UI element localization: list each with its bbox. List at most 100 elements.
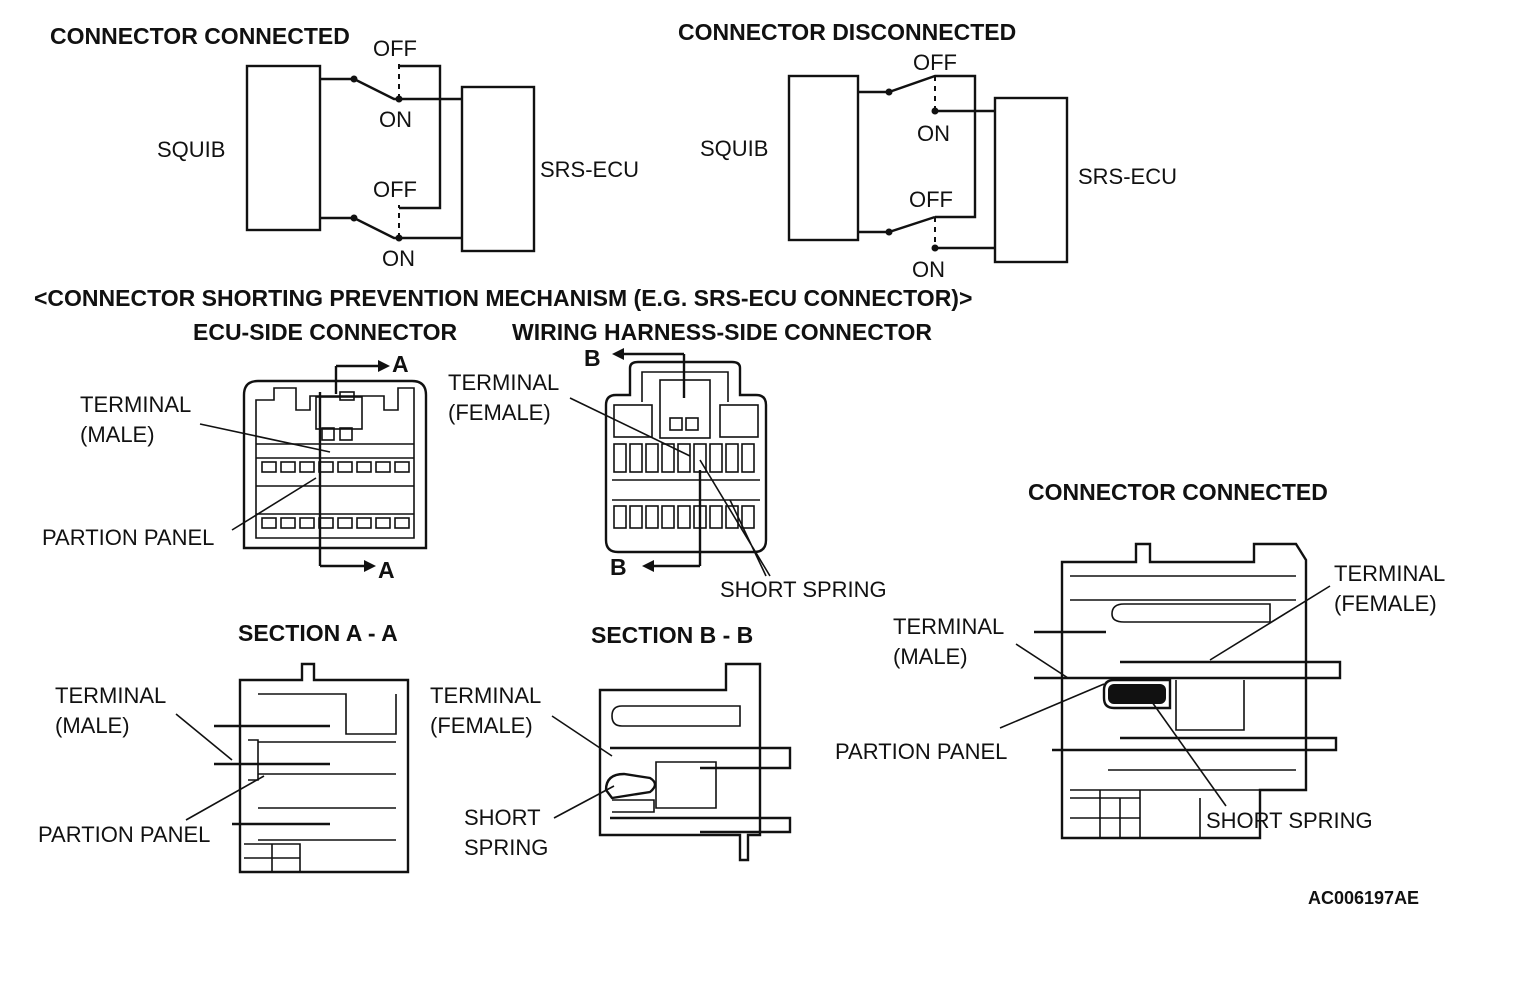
switch-bottom-wire-2: [858, 215, 936, 234]
ecu-key-left: [321, 427, 335, 441]
section-a-mark-bottom: A: [378, 557, 395, 583]
section-a-arrowhead-top: [378, 360, 390, 372]
connected-upper-female: [1111, 603, 1271, 623]
section-b-body: [598, 662, 762, 862]
section-b-mark-bottom: B: [610, 554, 627, 580]
connected-top-rails: [1070, 575, 1296, 601]
section-a-base: [244, 843, 301, 872]
ecu-connector-inner: [255, 387, 415, 539]
section-a-partition: [248, 739, 259, 781]
section-a-arrowhead-bottom: [364, 560, 376, 572]
connected-female-label-2: (FEMALE): [1334, 591, 1437, 616]
section-b-short-leader: [553, 785, 615, 819]
ecu-terminal-leader: [199, 423, 331, 453]
section-b-upper-terminal: [611, 705, 741, 727]
circuit-connected: CONNECTOR CONNECTED SQUIB SRS-ECU OFF ON…: [50, 23, 639, 271]
ecu-latch-tab: [339, 391, 355, 401]
srs-ecu-label: SRS-ECU: [540, 157, 639, 182]
connected-detail-title: CONNECTOR CONNECTED: [1028, 479, 1328, 505]
srs-ecu-box-2: [993, 96, 1069, 264]
ecu-terminal-label-2: (MALE): [80, 422, 155, 447]
harness-terminal-cell: [661, 443, 675, 473]
on-label-bottom-2: ON: [912, 257, 945, 282]
off-label-bottom-2: OFF: [909, 187, 953, 212]
harness-terminal-cell: [709, 443, 723, 473]
section-a-ribs: [258, 741, 396, 841]
harness-terminal-label-2: (FEMALE): [448, 400, 551, 425]
connected-body: [1060, 542, 1308, 840]
section-a-male-pins: [214, 724, 330, 826]
connected-cavity: [1175, 680, 1245, 731]
connected-partion-leader: [999, 683, 1105, 729]
harness-block-left: [613, 404, 653, 438]
section-b-arrowhead-bottom: [642, 560, 654, 572]
harness-terminal-leader: [569, 397, 691, 457]
connected-detail-view: CONNECTOR CONNECTED TERMINAL (FEMALE) TE…: [835, 479, 1445, 840]
squib-box: [245, 64, 322, 232]
ecu-terminal-pin: [375, 517, 391, 529]
harness-key-left: [669, 417, 683, 431]
harness-terminal-cell: [629, 505, 643, 529]
off-label-top: OFF: [373, 36, 417, 61]
circuit-disconnected: CONNECTOR DISCONNECTED SQUIB SRS-ECU OFF…: [678, 19, 1177, 282]
section-b-short-spring: [604, 772, 657, 800]
harness-terminal-cell: [613, 443, 627, 473]
circuit-disconnected-title: CONNECTOR DISCONNECTED: [678, 19, 1016, 45]
squib-box-2: [787, 74, 860, 242]
connected-male-label-2: (MALE): [893, 644, 968, 669]
switch-bottom-pivot-2: [885, 228, 893, 236]
section-b-arrowhead-top: [612, 348, 624, 360]
harness-terminal-cell: [677, 505, 691, 529]
harness-terminal-cell: [741, 443, 755, 473]
section-a-terminal-label-1: TERMINAL: [55, 683, 166, 708]
section-b-upper-wire: [610, 746, 792, 770]
section-a-body: [238, 662, 410, 874]
harness-terminal-row-bottom: [613, 505, 755, 529]
ecu-terminal-pin: [337, 461, 353, 473]
section-a-partion-label: PARTION PANEL: [38, 822, 210, 847]
ecu-latch: [315, 396, 363, 430]
harness-terminal-cell: [709, 505, 723, 529]
switch-top-pivot-2: [885, 88, 893, 96]
section-b-mark-top: B: [584, 345, 601, 371]
ecu-side-connector: ECU-SIDE CONNECTOR A A TERMINAL (MALE) P…: [42, 319, 457, 583]
harness-terminal-cell: [677, 443, 691, 473]
section-b-housing-cavity: [655, 761, 717, 809]
ecu-terminal-pin: [261, 461, 277, 473]
switch-top-wire-2: [858, 74, 977, 219]
section-b-title: SECTION B - B: [591, 622, 753, 648]
connected-male-leader: [1015, 643, 1069, 679]
harness-terminal-cell: [629, 443, 643, 473]
ecu-terminal-label-1: TERMINAL: [80, 392, 191, 417]
ecu-terminal-pin: [299, 517, 315, 529]
connected-short-spring: [1102, 678, 1172, 710]
switch-top-pivot: [350, 75, 358, 83]
connected-lower-wire: [1052, 736, 1338, 752]
off-label-bottom: OFF: [373, 177, 417, 202]
ecu-terminal-pin: [356, 461, 372, 473]
section-b-short-label-2: SPRING: [464, 835, 548, 860]
switch-bottom-pivot: [350, 214, 358, 222]
ecu-terminal-pin: [280, 461, 296, 473]
harness-side-connector: WIRING HARNESS-SIDE CONNECTOR B B TERMIN…: [448, 319, 932, 602]
harness-terminal-label-1: TERMINAL: [448, 370, 559, 395]
harness-terminal-cell: [725, 505, 739, 529]
connected-female-label-1: TERMINAL: [1334, 561, 1445, 586]
connected-base: [1070, 790, 1201, 839]
ecu-terminal-pin: [261, 517, 277, 529]
section-b-view: SECTION B - B TERMINAL (FEMALE) SHORT SP…: [430, 622, 792, 862]
harness-side-title: WIRING HARNESS-SIDE CONNECTOR: [512, 319, 932, 345]
short-loop-wire: [399, 64, 442, 210]
connected-female-leader: [1209, 585, 1331, 661]
harness-terminal-cell: [613, 505, 627, 529]
switch-bottom-wire: [320, 216, 462, 240]
section-a-terminal-label-2: (MALE): [55, 713, 130, 738]
connected-male-label-1: TERMINAL: [893, 614, 1004, 639]
ecu-partion-leader: [231, 477, 317, 531]
connected-male-pins: [1034, 630, 1342, 680]
ecu-terminal-pin: [375, 461, 391, 473]
section-a-partion-leader: [185, 775, 265, 821]
ecu-side-title: ECU-SIDE CONNECTOR: [193, 319, 457, 345]
section-b-spring-seat: [612, 799, 655, 813]
